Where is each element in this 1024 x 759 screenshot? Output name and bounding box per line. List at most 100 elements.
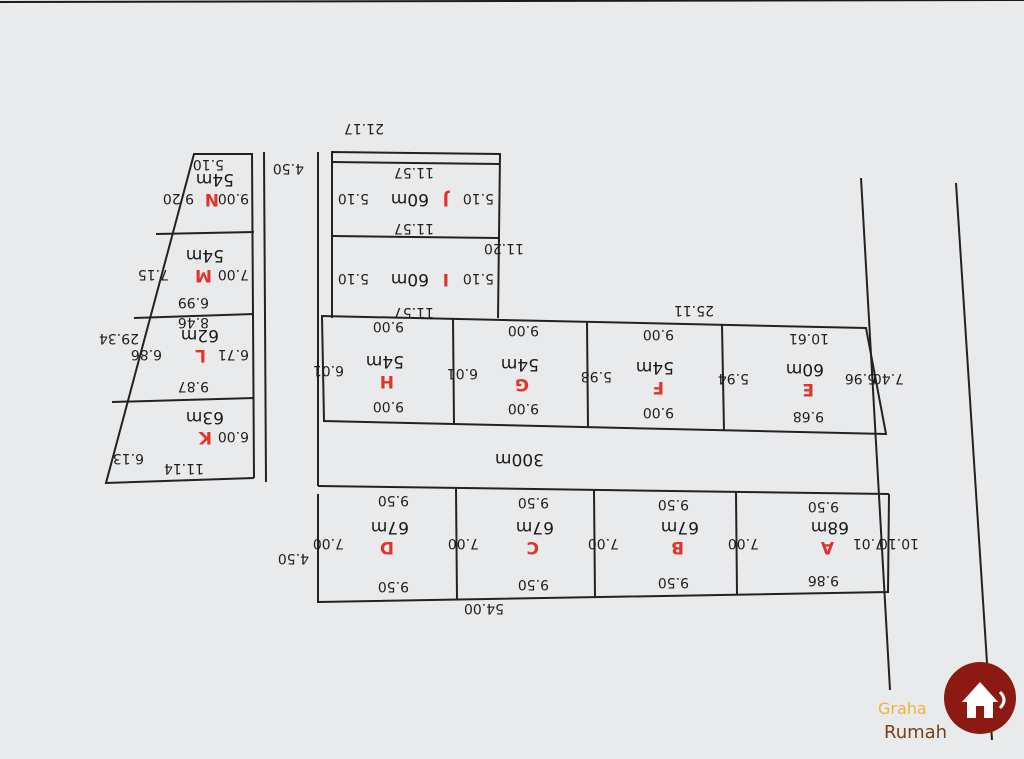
lot-area-l: 62m	[181, 325, 219, 345]
signal-icon	[998, 690, 1006, 710]
road-area-label: 300m	[495, 449, 544, 469]
lot-label-l: L	[195, 345, 206, 365]
dim-top: 21.17	[344, 120, 384, 136]
lot-divider-mn	[155, 231, 255, 235]
dim-c-3: 9.50	[518, 576, 549, 592]
dim-k-2: 6.13	[113, 450, 144, 466]
dim-d-2: 7.00	[313, 535, 344, 551]
dim-b-1: 9.50	[658, 496, 689, 512]
dim-upper-right: 11.20	[484, 240, 524, 256]
lot-area-a: 68m	[811, 517, 849, 537]
lot-j-top-line	[331, 161, 501, 165]
dim-j-4: 11.57	[394, 164, 434, 180]
lot-label-i: I	[443, 269, 449, 289]
lot-area-h: 54m	[366, 351, 404, 371]
dim-h-3: 9.00	[373, 318, 404, 334]
lot-label-k: K	[198, 427, 212, 447]
house-icon	[962, 682, 998, 718]
lot-divider-gh	[452, 318, 455, 425]
dim-middle-long: 25.11	[674, 302, 714, 318]
boundary-line-outer	[955, 182, 993, 741]
lot-area-c: 67m	[516, 517, 554, 537]
logo-graphic: Graha Rumah	[878, 662, 1016, 743]
dim-l-2: 6.71	[218, 346, 249, 362]
dim-k-1: 6.00	[218, 428, 249, 444]
dim-f-2: 5.98	[581, 368, 612, 384]
dim-a-4: 7.01	[853, 535, 884, 551]
lot-label-g: G	[515, 374, 529, 394]
dim-l-4: 8.46	[178, 314, 209, 330]
dim-c-1: 9.50	[518, 494, 549, 510]
lot-divider-ab	[735, 491, 738, 595]
lot-label-n: N	[205, 189, 219, 209]
lot-divider-fg	[586, 321, 589, 428]
lot-divider-ij	[331, 235, 500, 239]
house-door-icon	[976, 706, 984, 718]
lot-label-j: J	[443, 189, 450, 209]
logo-text-rumah: Rumah	[884, 722, 947, 743]
dim-k-3: 11.14	[164, 460, 204, 476]
lot-row-front-outline	[317, 493, 890, 604]
lot-west-outline	[104, 153, 255, 485]
dim-n-3: 5.10	[193, 156, 224, 172]
dim-j-3: 11.57	[394, 220, 434, 236]
dim-g-3: 9.00	[508, 322, 539, 338]
dim-i-2: 5.10	[463, 270, 494, 286]
lot-divider-lm	[133, 313, 255, 319]
lot-label-d: D	[380, 537, 394, 557]
dim-right-b: 7.40	[873, 370, 904, 386]
dim-g-2: 6.01	[447, 365, 478, 381]
dim-d-3: 9.50	[378, 578, 409, 594]
dim-m-1: 7.00	[218, 266, 249, 282]
lot-area-n: 54m	[196, 169, 234, 189]
dim-l-1: 9.87	[178, 378, 209, 394]
dim-d-1: 9.50	[378, 492, 409, 508]
dim-bottom-total: 54.00	[464, 600, 504, 616]
dim-c-2: 7.00	[448, 535, 479, 551]
dim-b-3: 9.50	[658, 574, 689, 590]
lot-area-g: 54m	[501, 354, 539, 374]
dim-small-road-bottom: 4.50	[278, 550, 309, 566]
dim-j-2: 5.10	[338, 190, 369, 206]
dim-i-3: 5.10	[338, 270, 369, 286]
lot-label-b: B	[671, 537, 684, 557]
dim-m-2: 7.15	[138, 266, 169, 282]
lot-divider-ef	[721, 324, 725, 432]
dim-e-1: 9.68	[793, 408, 824, 424]
dim-f-3: 9.00	[643, 326, 674, 342]
lot-divider-cd	[455, 487, 458, 600]
dim-right-a: 10.10	[879, 535, 919, 551]
dim-l-3: 6.86	[131, 346, 162, 362]
lot-divider-bc	[593, 489, 596, 598]
lot-area-k: 63m	[186, 407, 224, 427]
lot-divider-kl	[111, 397, 255, 403]
lot-label-c: C	[527, 537, 539, 557]
dim-e-4: 5.96	[845, 370, 876, 386]
dim-h-2: 6.01	[313, 362, 344, 378]
dim-n-1: 9.00	[218, 190, 249, 206]
lot-area-j: 60m	[391, 189, 429, 209]
dim-b-2: 7.00	[588, 535, 619, 551]
dim-e-2: 5.94	[718, 370, 749, 386]
dim-e-3: 10.61	[789, 330, 829, 346]
lot-ij-outline	[331, 150, 502, 319]
dim-g-1: 9.00	[508, 400, 539, 416]
lot-label-h: H	[380, 371, 394, 391]
dim-left-side: 29.34	[99, 330, 139, 346]
graha-rumah-logo: Graha Rumah	[872, 662, 1022, 752]
logo-text-graha: Graha	[878, 699, 927, 718]
dim-a-1: 9.50	[808, 498, 839, 514]
lot-label-m: M	[195, 265, 212, 285]
lot-area-i: 60m	[391, 269, 429, 289]
lot-label-e: E	[802, 379, 814, 399]
lot-area-e: 60m	[786, 359, 824, 379]
road-edge-2	[263, 151, 267, 483]
dim-i-1: 11.57	[394, 304, 434, 320]
lot-row-middle-outline	[320, 314, 888, 436]
dim-small-road-top: 4.50	[273, 160, 304, 176]
dim-n-2: 9.20	[163, 190, 194, 206]
dim-j-1: 5.10	[463, 190, 494, 206]
dim-a-2: 7.00	[728, 535, 759, 551]
